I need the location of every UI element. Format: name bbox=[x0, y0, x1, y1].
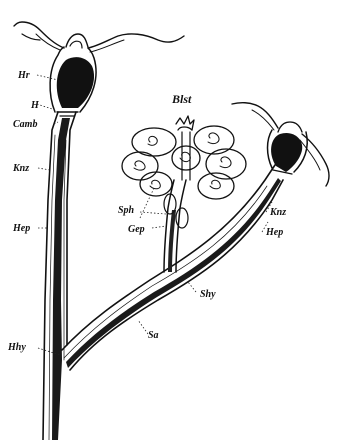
label-shy: Shy bbox=[200, 289, 216, 300]
label-blst: Blst bbox=[171, 92, 192, 106]
left-hydranth bbox=[14, 22, 184, 116]
label-hep-right: Hep bbox=[265, 227, 283, 238]
main-stem bbox=[43, 112, 76, 440]
blastostyle bbox=[122, 116, 246, 272]
label-sph: Sph bbox=[118, 205, 135, 216]
label-camb: Camb bbox=[13, 119, 37, 130]
label-knz-left: Knz bbox=[12, 163, 29, 174]
label-sa: Sa bbox=[148, 330, 159, 341]
side-branch bbox=[62, 165, 283, 370]
label-hep-left: Hep bbox=[12, 223, 30, 234]
label-knz-right: Knz bbox=[269, 207, 286, 218]
label-hhy: Hhy bbox=[7, 342, 26, 353]
label-h: H bbox=[30, 100, 40, 111]
label-gep: Gep bbox=[128, 224, 145, 235]
right-hydranth bbox=[232, 103, 329, 186]
label-hr: Hr bbox=[17, 70, 30, 81]
labels: Hr H Camb Knz Hep Hhy Blst Sph Gep Knz H… bbox=[7, 70, 286, 353]
